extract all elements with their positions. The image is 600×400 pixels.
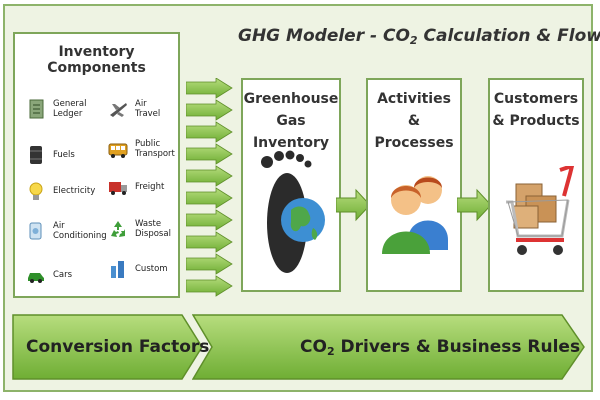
- feed-arrow: [186, 253, 233, 275]
- inventory-title: Inventory Components: [47, 44, 146, 76]
- truck-icon: [109, 182, 127, 195]
- inventory-item-label: Public Transport: [135, 139, 175, 159]
- conversion-factors-arrow: [12, 314, 203, 380]
- ledger-icon: [29, 99, 44, 119]
- custom-icon: [111, 261, 124, 278]
- inventory-item-fuels: Fuels: [25, 144, 75, 166]
- inventory-item-cars: Cars: [25, 264, 72, 286]
- lightbulb-icon: [29, 182, 43, 200]
- flow-arrow-2: [457, 188, 492, 222]
- inventory-item-label: Air Travel: [135, 99, 161, 119]
- people-icon: [382, 176, 448, 254]
- inventory-item-label: Custom: [135, 264, 168, 274]
- inventory-item-waste-disposal: Waste Disposal: [107, 218, 171, 240]
- car-icon: [28, 273, 44, 283]
- box-title: Customers& Products: [492, 91, 580, 129]
- feed-arrow: [186, 143, 233, 165]
- shopping-cart-icon: [506, 166, 575, 255]
- inventory-item-air-travel: Air Travel: [107, 98, 173, 120]
- diagram-title: GHG Modeler - CO2 Calculation & Flow: [238, 26, 600, 47]
- feed-arrow: [186, 99, 233, 121]
- flow-arrow-1: [336, 188, 371, 222]
- airplane-icon: [110, 103, 127, 117]
- inventory-item-electricity: Electricity: [25, 180, 95, 202]
- inventory-item-custom: Custom: [107, 258, 168, 280]
- inventory-feed-arrows: [186, 78, 233, 297]
- conversion-factors-label: Conversion Factors: [26, 337, 210, 357]
- inventory-item-freight: Freight: [107, 176, 164, 198]
- inventory-item-label: Air Conditioning: [53, 221, 107, 241]
- inventory-item-label: Cars: [53, 270, 73, 280]
- inventory-item-air-conditioning: Air Conditioning: [25, 220, 107, 242]
- inventory-item-general-ledger: General Ledger: [25, 98, 87, 120]
- recycle-icon: [111, 221, 125, 237]
- inventory-item-label: Fuels: [53, 150, 75, 160]
- feed-arrow: [186, 231, 233, 253]
- feed-arrow: [186, 121, 233, 143]
- inventory-item-public-transport: Public Transport: [107, 138, 175, 160]
- box-title: Activities& Processes: [374, 91, 454, 151]
- customers-products-box: Customers& Products: [488, 78, 584, 292]
- inventory-item-label: Freight: [135, 182, 165, 192]
- fuel-barrel-icon: [30, 146, 42, 164]
- feed-arrow: [186, 209, 233, 231]
- inventory-item-label: Waste Disposal: [135, 219, 171, 239]
- feed-arrow: [186, 165, 233, 187]
- feed-arrow: [186, 187, 233, 209]
- feed-arrow: [186, 275, 233, 297]
- drivers-business-rules-label: CO2 Drivers & Business Rules: [300, 337, 581, 358]
- activities-processes-box: Activities& Processes: [366, 78, 462, 292]
- inventory-components-panel: Inventory Components General Ledger Air …: [13, 32, 180, 298]
- inventory-item-label: Electricity: [53, 186, 96, 196]
- feed-arrow: [186, 78, 233, 99]
- footprint-globe-icon: [261, 150, 325, 273]
- air-conditioning-icon: [29, 222, 42, 240]
- bus-icon: [108, 143, 128, 158]
- drivers-business-rules-arrow: [192, 314, 585, 380]
- inventory-item-label: General Ledger: [53, 99, 87, 119]
